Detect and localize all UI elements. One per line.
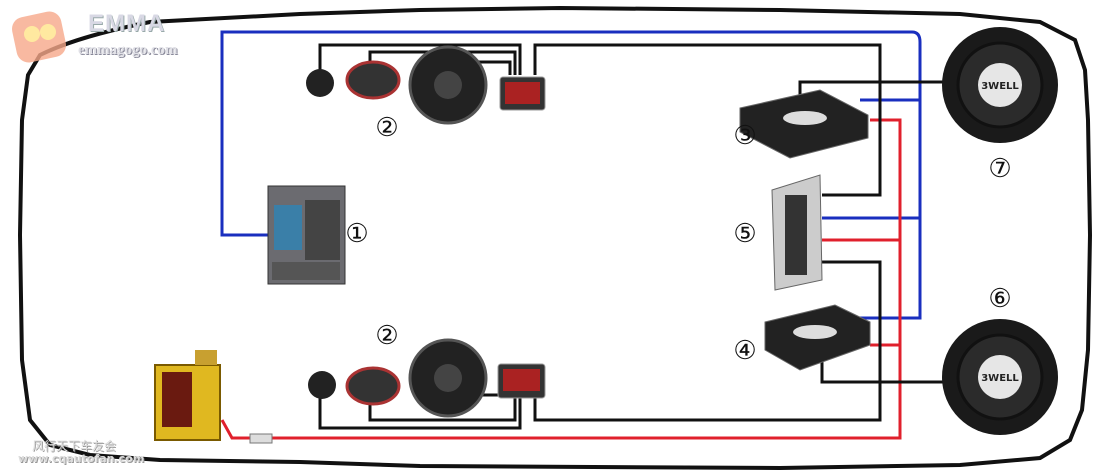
car-outline — [17, 5, 1093, 471]
watermark-logo-url: emmagogo.com — [78, 42, 178, 58]
watermark-logo-title: EMMA — [88, 10, 166, 37]
fuse — [249, 433, 273, 444]
label-amp-center: ⑤ — [733, 219, 756, 249]
label-subwoofer-bottom: ⑥ — [988, 284, 1011, 314]
label-amp-bottom: ④ — [733, 336, 756, 366]
front-speaker-set-top — [306, 45, 546, 125]
watermark-bottom-url: www.cqautofan.com — [18, 452, 145, 465]
label-subwoofer-top: ⑦ — [988, 154, 1011, 184]
amplifier-center — [771, 174, 823, 291]
subwoofer-top: 3WELL — [942, 27, 1058, 143]
head-unit — [267, 185, 346, 285]
tweeter-bottom — [308, 371, 336, 399]
midbass-bottom — [345, 366, 401, 406]
subwoofer-brand-top: 3WELL — [981, 81, 1019, 92]
label-front-speakers-top: ② — [375, 113, 398, 143]
midbass-top — [345, 60, 401, 100]
battery — [154, 350, 221, 441]
label-amp-top: ③ — [733, 121, 756, 151]
subwoofer-brand-bottom: 3WELL — [981, 373, 1019, 384]
amplifier-top — [739, 89, 869, 159]
emma-logo-icon — [11, 11, 67, 63]
tweeter-top — [306, 69, 334, 97]
front-speaker-set-bottom — [308, 338, 546, 418]
amplifier-bottom — [764, 304, 871, 371]
watermark-bottom-title: 风行天下车友会 — [32, 439, 117, 453]
subwoofer-bottom: 3WELL — [942, 319, 1058, 435]
power-wires — [220, 118, 902, 440]
label-head-unit: ① — [345, 219, 368, 249]
label-front-speakers-bottom: ② — [375, 321, 398, 351]
